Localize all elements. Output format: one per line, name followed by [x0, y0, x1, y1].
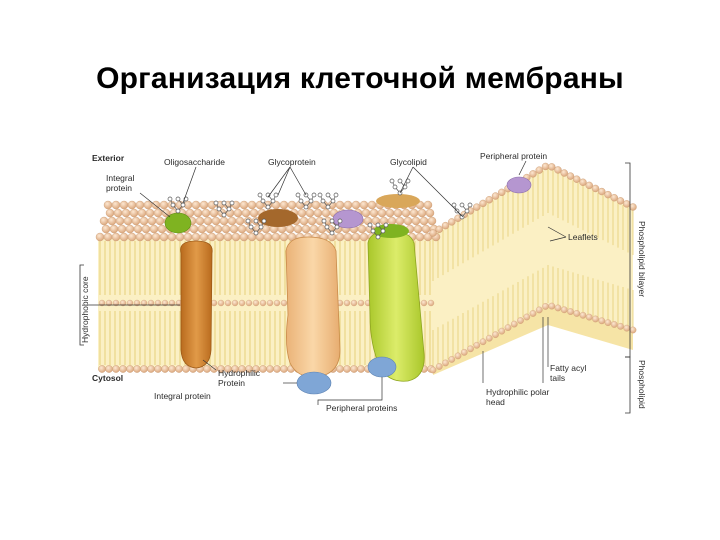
- page-title: Организация клеточной мембраны: [96, 62, 624, 95]
- label-integral-protein-top-2: protein: [106, 183, 132, 193]
- label-hydrophilic-polar-head-2: head: [486, 397, 505, 407]
- label-cytosol: Cytosol: [92, 373, 123, 383]
- glycoprotein-protein: [258, 209, 298, 227]
- peripheral-protein-blue-left: [296, 371, 332, 395]
- membrane-diagram: Exterior Integral protein Oligosaccharid…: [78, 145, 658, 425]
- integral-protein-orange: [180, 240, 213, 369]
- integral-protein-peach: [285, 236, 341, 378]
- label-peripheral-protein: Peripheral protein: [480, 151, 547, 161]
- label-integral-protein-top-1: Integral: [106, 173, 134, 183]
- label-integral-protein-bottom: Integral protein: [154, 391, 211, 401]
- label-fatty-acyl-tails-2: tails: [550, 373, 565, 383]
- oligosaccharide-chains: [167, 178, 473, 240]
- label-fatty-acyl-tails-1: Fatty acyl: [550, 363, 586, 373]
- label-hydrophilic-protein-2: Protein: [218, 378, 245, 388]
- label-phospholipid-bilayer: Phospholipid bilayer: [637, 221, 647, 297]
- bilayer-bracket: [79, 162, 631, 414]
- leader-lines: [88, 160, 567, 405]
- label-phospholipid: Phospholipid: [637, 360, 647, 409]
- label-exterior: Exterior: [92, 153, 125, 163]
- label-glycoprotein: Glycoprotein: [268, 157, 316, 167]
- label-peripheral-proteins: Peripheral proteins: [326, 403, 397, 413]
- membrane-illustration: Exterior Integral protein Oligosaccharid…: [79, 151, 647, 414]
- label-hydrophilic-protein-1: Hydrophilic: [218, 368, 261, 378]
- label-glycolipid: Glycolipid: [390, 157, 427, 167]
- label-hydrophobic-core: Hydrophobic core: [80, 276, 90, 343]
- label-hydrophilic-polar-head-1: Hydrophilic polar: [486, 387, 549, 397]
- glycolipid-disc: [376, 194, 420, 208]
- peripheral-protein-blue-right: [367, 356, 397, 378]
- label-leaflets: Leaflets: [568, 232, 598, 242]
- peripheral-protein-purple-right: [506, 176, 532, 194]
- label-oligosaccharide: Oligosaccharide: [164, 157, 225, 167]
